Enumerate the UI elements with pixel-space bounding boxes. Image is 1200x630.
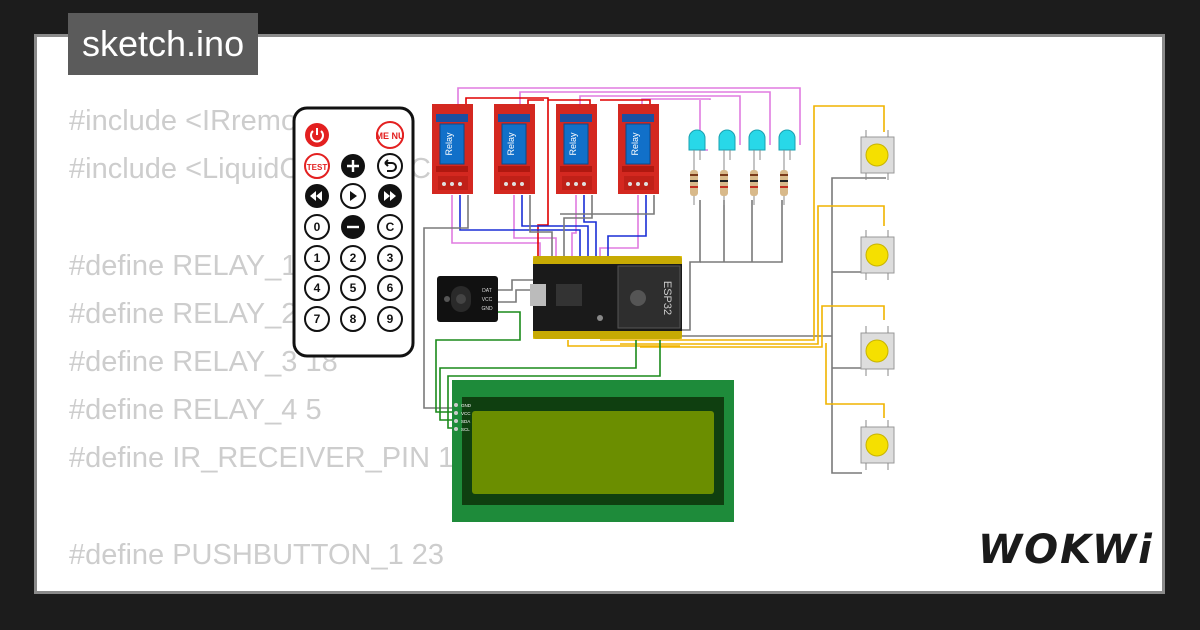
digit-5-button[interactable]: 5 [340,275,366,301]
svg-text:1: 1 [314,251,321,265]
svg-text:5: 5 [350,281,357,295]
svg-text:7: 7 [314,312,321,326]
code-line: #define RELAY_3 18 [69,345,338,378]
svg-text:DAT: DAT [482,288,492,294]
c-button[interactable]: C [377,214,403,240]
svg-text:Relay: Relay [506,132,516,156]
led-1[interactable] [688,129,706,160]
menu-button[interactable]: ME NU [376,121,405,149]
svg-text:2: 2 [350,251,357,265]
svg-text:TEST: TEST [307,163,328,172]
back-icon [384,159,397,172]
prev-button[interactable] [305,184,329,208]
play-button[interactable] [340,183,366,209]
digit-4-button[interactable]: 4 [304,275,330,301]
code-line: #define PUSHBUTTON_1 23 [69,538,445,571]
pushbutton-1[interactable] [860,130,895,180]
svg-text:C: C [386,220,395,234]
svg-text:Relay: Relay [630,132,640,156]
svg-text:SCL: SCL [461,427,470,432]
digit-0-button[interactable]: 0 [304,214,330,240]
digit-1-button[interactable]: 1 [304,245,330,271]
code-line: #define IR_RECEIVER_PIN 15 [69,442,471,475]
svg-text:Relay: Relay [444,132,454,156]
plus-button[interactable] [341,154,365,178]
led-4[interactable] [778,129,796,160]
back-button[interactable] [377,153,403,179]
digit-6-button[interactable]: 6 [377,275,403,301]
next-button[interactable] [378,184,402,208]
svg-text:ME NU: ME NU [376,131,405,141]
led-3[interactable] [748,129,766,160]
play-icon [350,191,357,201]
pushbutton-4[interactable] [860,420,895,470]
fast-forward-icon [384,191,396,201]
svg-text:VCC: VCC [482,297,493,303]
plus-icon [347,160,359,172]
relay-module-3[interactable]: Relay [556,104,597,194]
resistor-4[interactable] [780,160,788,205]
ir-receiver[interactable]: DAT VCC GND [437,276,498,322]
digit-2-button[interactable]: 2 [340,245,366,271]
digit-3-button[interactable]: 3 [377,245,403,271]
power-icon [310,128,324,143]
pushbutton-3[interactable] [860,326,895,376]
minus-button[interactable] [341,215,365,239]
svg-text:0: 0 [314,220,321,234]
digit-7-button[interactable]: 7 [304,306,330,332]
svg-text:GND: GND [481,306,493,312]
digit-8-button[interactable]: 8 [340,306,366,332]
test-button[interactable]: TEST [304,153,330,179]
relay-module-1[interactable]: Relay [432,104,473,194]
ir-remote[interactable]: ME NU TEST 0 [292,106,415,358]
svg-text:ESP32: ESP32 [661,281,673,315]
power-button[interactable] [305,123,329,147]
svg-text:SDA: SDA [461,419,470,424]
code-line: #define RELAY_4 5 [69,394,322,427]
lcd-display[interactable]: GND VCC SDA SCL [452,380,734,522]
svg-text:4: 4 [314,281,321,295]
svg-text:GND: GND [461,403,472,408]
relay-module-2[interactable]: Relay [494,104,535,194]
pushbutton-2[interactable] [860,230,895,280]
digit-9-button[interactable]: 9 [377,306,403,332]
svg-text:9: 9 [387,312,394,326]
svg-text:6: 6 [387,281,394,295]
resistor-2[interactable] [720,160,728,205]
svg-text:3: 3 [387,251,394,265]
wires [423,87,886,474]
led-2[interactable] [718,129,736,160]
code-line: #define PUSHBUTTON_2 15 [69,579,472,591]
svg-text:Relay: Relay [568,132,578,156]
svg-text:VCC: VCC [461,411,471,416]
resistor-1[interactable] [690,160,698,205]
svg-text:8: 8 [350,312,357,326]
file-tab[interactable]: sketch.ino [68,13,259,75]
rewind-icon [310,191,322,201]
resistor-3[interactable] [750,160,758,205]
relay-module-4[interactable]: Relay [618,104,659,194]
wokwi-logo: WOKWi [978,527,1154,573]
esp32-board[interactable]: ESP32 [530,256,682,339]
